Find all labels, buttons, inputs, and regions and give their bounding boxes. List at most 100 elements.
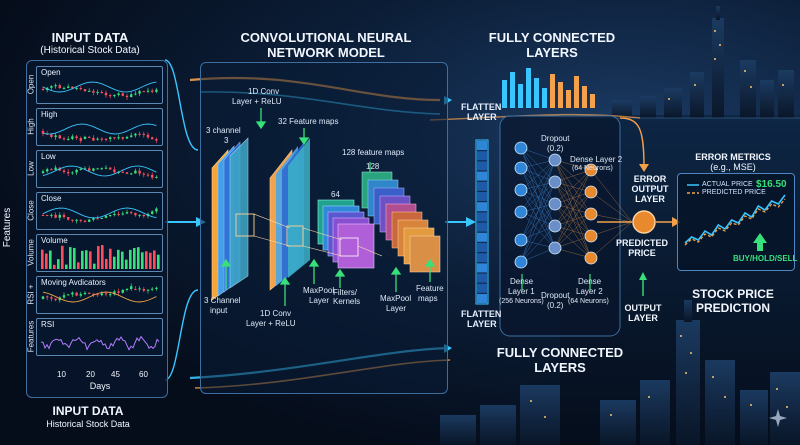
flatten-cell — [477, 171, 487, 181]
input-panel-subtitle: (Historical Stock Data) — [40, 45, 140, 56]
dense2-top-label-2: (64 Neurons) — [572, 165, 613, 172]
stack-128-label: 128 — [366, 162, 380, 171]
channel-label-1: 3 channel — [206, 126, 241, 135]
trade-signal-label: BUY/HOLD/SELL — [733, 254, 798, 263]
cnn-title-line1: CONVOLUTIONAL NEURAL — [240, 30, 412, 45]
legend-actual-price: ACTUAL PRICE — [702, 181, 753, 188]
x-tick-20: 20 — [86, 370, 95, 379]
input-channel-label-1: 3 Channel — [204, 296, 241, 305]
dense2-bottom-label-1: Dense — [578, 277, 602, 286]
feature-maps-128-label: 128 feature maps — [342, 148, 405, 157]
flatten-cell — [477, 222, 487, 232]
dense2-bottom-label-2: Layer 2 — [576, 287, 603, 296]
input-channel-label-2: input — [210, 306, 228, 315]
feature-chart-5: Moving Avdicators — [36, 276, 163, 314]
feature-chart-title: Volume — [41, 236, 68, 245]
flatten-bottom-label-1: FLATTEN — [461, 309, 502, 319]
dense1-neuron — [514, 141, 528, 155]
dense1-neuron — [514, 255, 528, 269]
flatten-cell — [477, 192, 487, 201]
flatten-bottom-label-2: LAYER — [467, 319, 497, 329]
dense2-neuron — [584, 163, 598, 177]
predicted-price-label-2: PRICE — [628, 248, 656, 258]
filters-label-1: Filters/ — [333, 288, 357, 297]
dense2-neuron — [584, 229, 598, 243]
feature-chart-title: Open — [41, 68, 61, 77]
feature-chart-4: Volume — [36, 234, 163, 272]
flatten-cell — [477, 141, 487, 150]
dropout-bottom-label-1: Dropout — [541, 291, 570, 300]
deep-feature-stack — [361, 171, 441, 273]
output-neuron — [632, 210, 656, 234]
error-output-label-1: ERROR — [633, 174, 667, 184]
stock-prediction-title-1: STOCK PRICE — [692, 287, 774, 301]
input-bottom-title: INPUT DATA — [52, 404, 124, 418]
dropout-top-label-1: Dropout — [541, 134, 570, 143]
dropout-top-label-2: (0.2) — [547, 144, 564, 153]
feature-chart-title: Moving Avdicators — [41, 278, 106, 287]
flatten-cell — [477, 212, 487, 222]
maxpool2-label-1: MaxPool — [380, 294, 412, 303]
fc-activation-bars — [502, 68, 595, 108]
fc-title-line1: FULLY CONNECTED — [488, 30, 616, 45]
x-tick-10: 10 — [57, 370, 66, 379]
maxpool1-label-1: MaxPool — [303, 286, 335, 295]
dense1-neuron — [514, 233, 528, 247]
flatten-top-label-2: LAYER — [467, 112, 497, 122]
cnn-title-line2: NETWORK MODEL — [267, 45, 385, 60]
dense1-neuron — [514, 205, 528, 219]
flatten-cell — [477, 202, 487, 212]
feature-chart-1: High — [36, 108, 163, 146]
sparkle-icon — [769, 409, 787, 427]
dense1-bottom-label-2: Layer 1 — [508, 287, 535, 296]
feature-chart-2: Low — [36, 150, 163, 188]
dense1-bottom-label-3: (256 Neurons) — [499, 298, 544, 305]
error-metrics-label-1: ERROR METRICS — [695, 152, 771, 162]
prediction-chart — [684, 184, 786, 251]
flatten-cell — [477, 151, 487, 161]
feature-chart-title: Close — [41, 194, 62, 203]
flatten-cell — [477, 283, 487, 293]
feature-chart-title: High — [41, 110, 58, 119]
dense2-neuron — [584, 251, 598, 265]
maxpool1-label-2: Layer — [309, 296, 330, 305]
feature-maps-label-2: maps — [418, 294, 438, 303]
flatten-cell — [477, 273, 487, 283]
error-output-label-3: LAYER — [635, 194, 665, 204]
conv-top-label-1: 1D Conv — [248, 87, 280, 96]
legend-predicted-price: PREDICTED PRICE — [702, 189, 766, 196]
dropout-neuron — [548, 241, 562, 255]
maxpool2-label-2: Layer — [386, 304, 407, 313]
flatten-cell — [477, 253, 487, 263]
feature-chart-0: Open — [36, 66, 163, 104]
predicted-price-label-1: PREDICTED — [615, 238, 669, 248]
feature-maps-label-1: Feature — [416, 284, 444, 293]
conv-top-label-2: Layer + ReLU — [232, 97, 282, 106]
conv-bottom-label-1: 1D Conv — [260, 309, 292, 318]
flatten-column — [475, 139, 489, 305]
flatten-cell — [477, 161, 487, 171]
feature-chart-3: Close — [36, 192, 163, 230]
flatten-cell — [477, 232, 487, 242]
flatten-top-label-1: FLATTEN — [461, 102, 502, 112]
dense2-top-label-1: Dense Layer 2 — [570, 155, 623, 164]
pooled-feature-stack — [317, 199, 375, 269]
conv-feature-map-slabs — [269, 138, 310, 291]
feature-maps-32-label: 32 Feature maps — [278, 117, 339, 126]
feature-chart-title: Low — [41, 152, 56, 161]
filters-label-2: Kernels — [333, 297, 361, 306]
x-axis-label: Days — [89, 381, 111, 391]
input-bottom-subtitle: Historical Stock Data — [46, 419, 130, 429]
feature-chart-title: RSI — [41, 320, 55, 329]
flatten-cell — [477, 263, 487, 273]
dense2-bottom-label-3: (64 Neurons) — [568, 298, 609, 305]
feature-chart-6: RSI — [36, 318, 163, 356]
dropout-neuron — [548, 175, 562, 189]
dense1-bottom-label-1: Dense — [510, 277, 534, 286]
input-panel-title: INPUT DATA — [51, 30, 129, 45]
stack-64-label: 64 — [331, 190, 340, 199]
channel-label-2: 3 — [224, 136, 229, 145]
